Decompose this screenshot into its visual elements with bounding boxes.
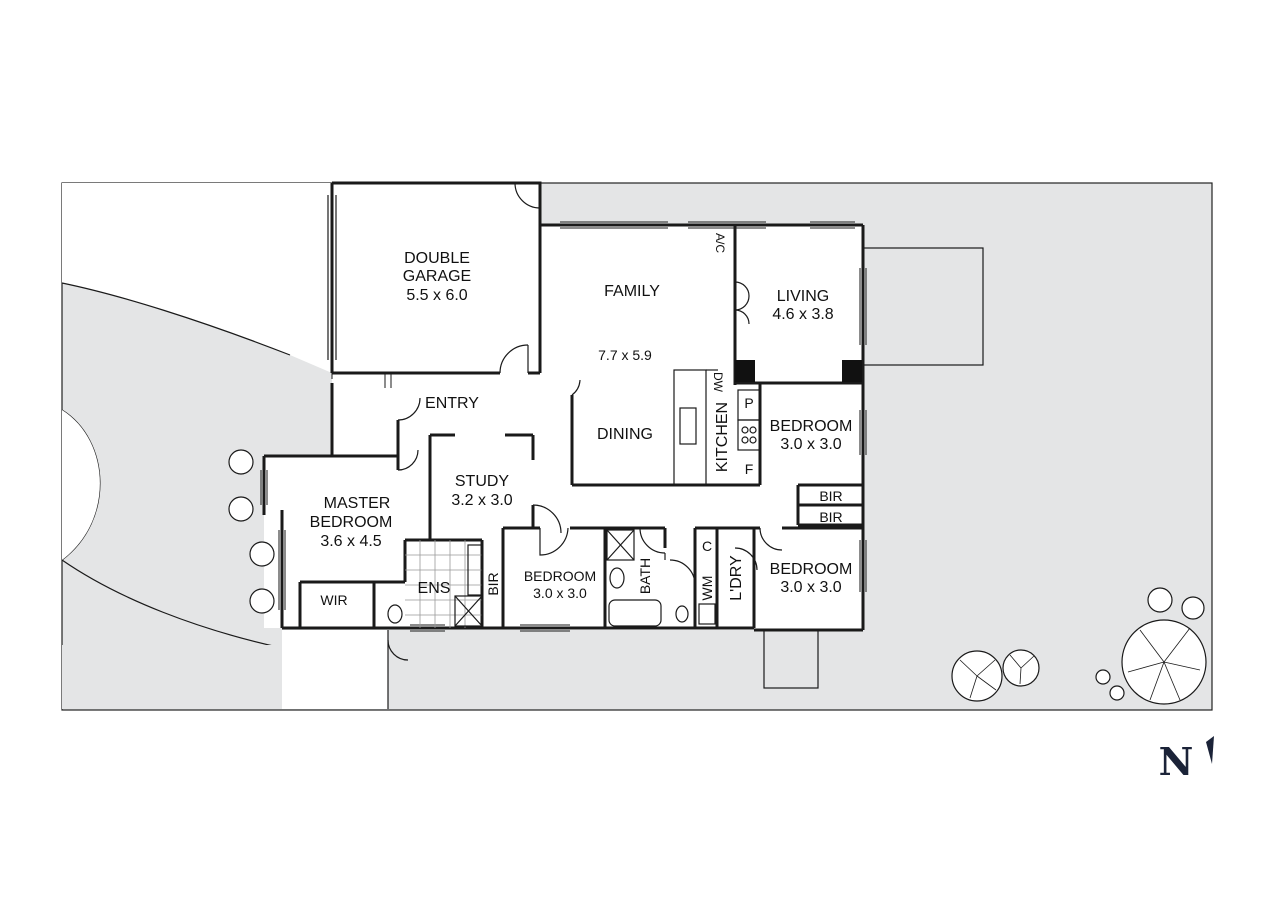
tree-icon [249, 588, 275, 614]
kitchen-label: KITCHEN [714, 402, 731, 472]
dishwasher-label: DW [711, 372, 725, 393]
dining-label: DINING [597, 426, 653, 443]
garage-label-2: GARAGE [403, 268, 471, 285]
garage-size: 5.5 x 6.0 [406, 287, 467, 304]
entry-label: ENTRY [425, 395, 479, 412]
laundry-label: L'DRY [728, 555, 745, 601]
study-size: 3.2 x 3.0 [451, 492, 512, 509]
master-label-2: BEDROOM [310, 514, 393, 531]
pantry-label: P [744, 395, 753, 411]
living-size: 4.6 x 3.8 [772, 306, 833, 323]
family-label: FAMILY [604, 283, 660, 300]
tree-icon [1147, 587, 1173, 613]
labels: DOUBLE GARAGE 5.5 x 6.0 FAMILY 7.7 x 5.9… [310, 233, 853, 608]
bedroom-east-upper-label: BEDROOM [770, 418, 853, 435]
family-size: 7.7 x 5.9 [598, 347, 652, 363]
wm-label: WM [699, 576, 715, 601]
fridge-label: F [745, 461, 754, 477]
master-size: 3.6 x 4.5 [320, 533, 381, 550]
living-label: LIVING [777, 288, 829, 305]
north-arrow-icon [1206, 736, 1214, 764]
wir-label: WIR [320, 592, 347, 608]
trees [228, 449, 1207, 705]
compass: N [1159, 736, 1214, 784]
bath-label: BATH [637, 558, 653, 594]
tree-icon [228, 449, 254, 475]
bedroom-east-upper-size: 3.0 x 3.0 [780, 436, 841, 453]
garage-label-1: DOUBLE [404, 250, 470, 267]
bir-master-label: BIR [485, 572, 501, 595]
bedroom-south-label: BEDROOM [524, 568, 596, 584]
ac-label: A/C [713, 233, 727, 253]
master-label-1: MASTER [324, 495, 391, 512]
tree-icon [1095, 669, 1111, 685]
bir-2-label: BIR [819, 509, 842, 525]
study-label: STUDY [455, 473, 510, 490]
tree-icon [249, 541, 275, 567]
tree-icon [1109, 685, 1125, 701]
bedroom-east-lower-label: BEDROOM [770, 561, 853, 578]
tree-icon [1181, 596, 1205, 620]
bir-1-label: BIR [819, 488, 842, 504]
cupboard-label: C [702, 538, 712, 554]
ens-label: ENS [418, 580, 451, 597]
bedroom-south-size: 3.0 x 3.0 [533, 585, 587, 601]
house [260, 181, 984, 689]
bedroom-east-lower-size: 3.0 x 3.0 [780, 579, 841, 596]
north-label: N [1159, 739, 1194, 784]
tree-icon [228, 496, 254, 522]
